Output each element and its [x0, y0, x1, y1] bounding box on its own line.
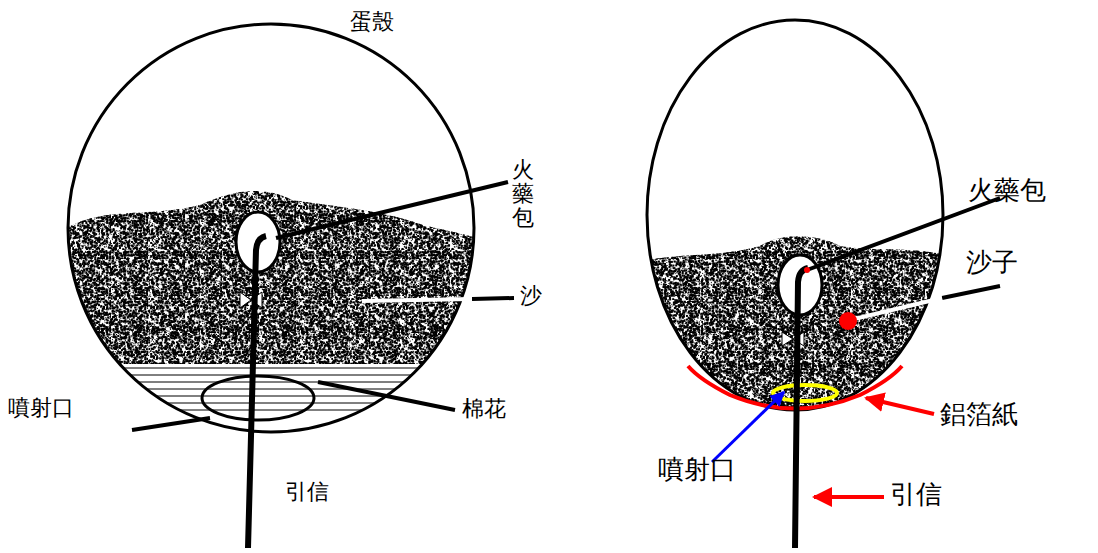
- egg-shell: [68, 24, 474, 432]
- part-label: 噴射口: [658, 455, 736, 484]
- sand-fill: [60, 191, 490, 454]
- part-label: 火藥包: [512, 158, 534, 231]
- part-label: 鋁箔紙: [940, 400, 1018, 429]
- leader-line: [472, 298, 514, 299]
- pack-tie: [240, 292, 262, 308]
- part-label: 火藥包: [968, 176, 1046, 205]
- part-label: 噴射口: [8, 396, 74, 420]
- fuse: [248, 236, 266, 548]
- part-label: 引信: [285, 480, 329, 504]
- part-label: 沙子: [966, 248, 1018, 277]
- leader-line: [132, 418, 210, 430]
- pack-tie: [782, 332, 804, 346]
- leader-line: [362, 299, 472, 301]
- marker-dot: [804, 267, 810, 273]
- cotton-lines: [60, 368, 490, 410]
- pointer-arrow: [712, 392, 784, 462]
- part-label: 引信: [890, 480, 942, 509]
- pointer-arrow: [866, 398, 934, 414]
- leader-line: [276, 182, 508, 238]
- marker-dot: [839, 312, 857, 330]
- pointer-arrow: [814, 495, 884, 499]
- fuse: [795, 268, 808, 548]
- nozzle-ring: [202, 376, 314, 420]
- part-label: 沙: [520, 284, 542, 308]
- leader-line: [942, 286, 1000, 298]
- part-label: 蛋殼: [350, 10, 394, 34]
- part-label: 棉花: [462, 397, 506, 421]
- leader-line: [850, 298, 942, 320]
- leader-line: [318, 382, 455, 410]
